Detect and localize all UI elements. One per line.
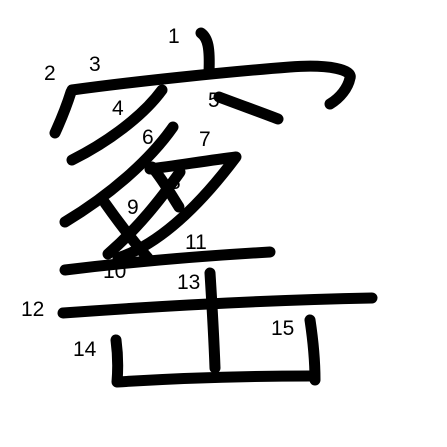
stroke-7 — [112, 151, 242, 264]
stroke-number-2: 2 — [44, 62, 56, 85]
stroke-number-7: 7 — [199, 128, 211, 151]
stroke-1 — [195, 27, 215, 78]
stroke-number-13: 13 — [177, 271, 200, 294]
stroke-number-3: 3 — [89, 53, 101, 76]
stroke-number-12: 12 — [21, 298, 44, 321]
stroke-4 — [66, 84, 168, 166]
stroke-5 — [213, 91, 284, 125]
stroke-number-5: 5 — [208, 89, 220, 112]
stroke-2 — [49, 86, 77, 139]
stroke-10 — [102, 166, 186, 260]
stroke-number-1: 1 — [168, 25, 180, 48]
stroke-11 — [59, 246, 276, 276]
stroke-number-4: 4 — [112, 97, 124, 120]
stroke-14 — [110, 334, 316, 388]
stroke-number-6: 6 — [142, 126, 154, 149]
stroke-number-8: 8 — [169, 171, 181, 194]
stroke-13 — [204, 267, 221, 374]
stroke-number-15: 15 — [271, 317, 294, 340]
stroke-number-9: 9 — [127, 196, 139, 219]
stroke-15 — [304, 314, 321, 386]
stroke-9 — [99, 197, 154, 264]
stroke-number-11: 11 — [185, 231, 207, 254]
stroke-number-10: 10 — [103, 260, 126, 283]
stroke-number-14: 14 — [73, 338, 97, 361]
stroke-3 — [66, 60, 356, 110]
stroke-6 — [59, 121, 179, 228]
